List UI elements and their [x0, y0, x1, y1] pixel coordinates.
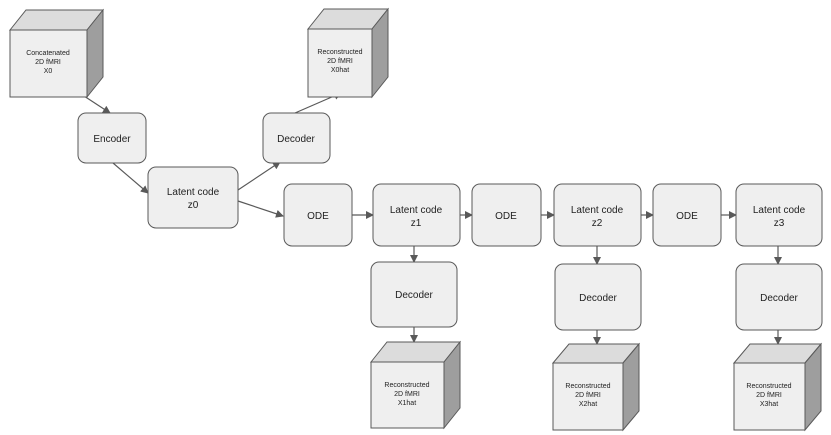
- recon-cube-0: Reconstructed 2D fMRI X0hat: [306, 7, 390, 99]
- latent-box-0: Latent code z0: [147, 166, 239, 229]
- latent-1-line1: Latent code: [390, 205, 443, 216]
- latent-2-line1: Latent code: [571, 205, 624, 216]
- decoder-label-0: Decoder: [277, 134, 315, 145]
- decoder-box-3: Decoder: [735, 263, 823, 331]
- decoder-box-2: Decoder: [554, 263, 642, 331]
- latent-3-line2: z3: [774, 218, 785, 229]
- ode-box-1: ODE: [283, 183, 353, 247]
- latent-box-1: Latent code z1: [372, 183, 461, 247]
- recon-cube-3-line1: Reconstructed: [746, 383, 791, 390]
- arrow-encoder-to-latent0: [112, 162, 149, 194]
- decoder-label-2: Decoder: [579, 293, 617, 304]
- latent-3-line1: Latent code: [753, 205, 806, 216]
- recon-cube-2-line3: X2hat: [579, 401, 597, 408]
- input-cube-line3: X0: [44, 68, 53, 75]
- recon-cube-2-line2: 2D fMRI: [575, 392, 601, 399]
- encoder-label: Encoder: [93, 134, 131, 145]
- recon-cube-1-line2: 2D fMRI: [394, 391, 420, 398]
- arrow-latent0-to-ode1: [237, 200, 284, 218]
- recon-cube-1-line3: X1hat: [398, 400, 416, 407]
- recon-cube-0-line2: 2D fMRI: [327, 58, 353, 65]
- decoder-label-1: Decoder: [395, 290, 433, 301]
- latent-0-line1: Latent code: [167, 187, 220, 198]
- latent-box-2: Latent code z2: [553, 183, 642, 247]
- latent-box-3: Latent code z3: [735, 183, 823, 247]
- recon-cube-0-line3: X0hat: [331, 67, 349, 74]
- latent-0-line2: z0: [188, 200, 199, 211]
- decoder-box-0: Decoder: [262, 112, 331, 164]
- latent-2-line2: z2: [592, 218, 603, 229]
- recon-cube-3-line3: X3hat: [760, 401, 778, 408]
- ode-box-2: ODE: [471, 183, 542, 247]
- ode-1-label: ODE: [307, 211, 329, 222]
- recon-cube-3: Reconstructed 2D fMRI X3hat: [732, 342, 823, 432]
- recon-cube-1: Reconstructed 2D fMRI X1hat: [369, 340, 462, 430]
- input-cube: Concatenated 2D fMRI X0: [8, 8, 105, 99]
- recon-cube-2-line1: Reconstructed: [565, 383, 610, 390]
- latent-1-line2: z1: [411, 218, 422, 229]
- decoder-box-1: Decoder: [370, 261, 458, 328]
- input-cube-line1: Concatenated: [26, 50, 70, 57]
- arrow-input-to-encoder: [83, 95, 111, 114]
- encoder-box: Encoder: [77, 112, 147, 164]
- input-cube-line2: 2D fMRI: [35, 59, 61, 66]
- ode-2-label: ODE: [495, 211, 517, 222]
- recon-cube-1-line1: Reconstructed: [384, 382, 429, 389]
- recon-cube-2: Reconstructed 2D fMRI X2hat: [551, 342, 641, 432]
- ode-box-3: ODE: [652, 183, 722, 247]
- ode-3-label: ODE: [676, 211, 698, 222]
- recon-cube-3-line2: 2D fMRI: [756, 392, 782, 399]
- decoder-label-3: Decoder: [760, 293, 798, 304]
- arrow-latent0-to-decoder0: [237, 161, 281, 191]
- recon-cube-0-line1: Reconstructed: [317, 49, 362, 56]
